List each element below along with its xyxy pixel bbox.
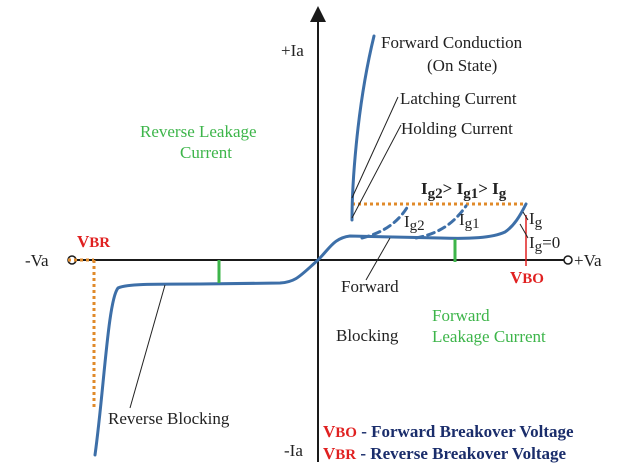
axis-label-neg-ia: -Ia	[284, 441, 303, 460]
label-blocking: Blocking	[336, 326, 399, 345]
legend-vbr: VBR - Reverse Breakover Voltage	[323, 444, 567, 463]
leader-forward-blocking	[365, 237, 391, 281]
label-forward-leakage: Forward	[432, 306, 490, 325]
label-forward-leakage-current: Leakage Current	[432, 327, 546, 346]
axis-label-pos-ia: +Ia	[281, 41, 304, 60]
legend-vbo: VBO - Forward Breakover Voltage	[323, 422, 574, 441]
gate-curve-ig2	[360, 204, 410, 240]
x-axis-right-end	[563, 255, 573, 265]
label-on-state: (On State)	[427, 56, 497, 75]
axis-label-neg-va: -Va	[25, 251, 49, 270]
forward-conduction-curve	[350, 34, 376, 222]
label-holding-current: Holding Current	[401, 119, 513, 138]
gate-label-ig1: Ig1	[459, 210, 480, 232]
label-vbo: VBO	[510, 268, 544, 287]
label-vbr: VBR	[77, 232, 110, 251]
label-reverse-leakage-current: Current	[180, 143, 232, 162]
label-forward-conduction: Forward Conduction	[381, 33, 523, 52]
label-reverse-blocking: Reverse Blocking	[108, 409, 230, 428]
label-latching-current: Latching Current	[400, 89, 517, 108]
main-characteristic-curve	[93, 202, 528, 457]
leader-holding	[351, 124, 402, 219]
label-reverse-leakage: Reverse Leakage	[140, 122, 257, 141]
gate-label-ig0: Ig=0	[529, 233, 560, 255]
leader-ig0	[519, 223, 529, 239]
leader-ig	[522, 211, 529, 221]
gate-current-relation: Ig2> Ig1> Ig	[421, 179, 507, 202]
gate-curve-ig1	[414, 204, 468, 240]
label-forward: Forward	[341, 277, 399, 296]
gate-label-ig2: Ig2	[404, 212, 425, 234]
gate-label-ig: Ig	[529, 209, 543, 231]
leader-reverse-blocking	[129, 284, 166, 409]
axis-label-pos-va: +Va	[574, 251, 602, 270]
leader-latching	[351, 96, 399, 199]
